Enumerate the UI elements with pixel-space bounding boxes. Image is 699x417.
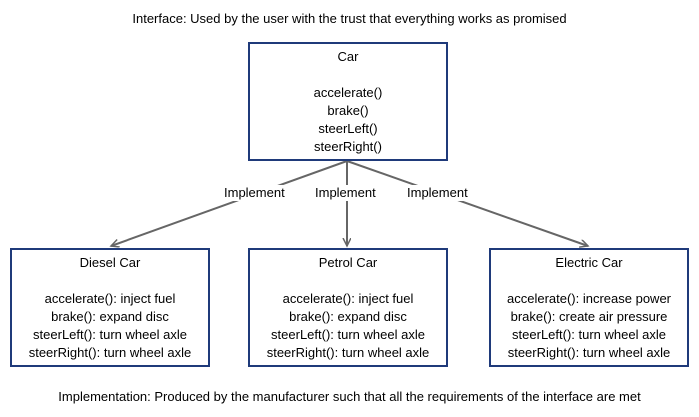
implementation-method: accelerate(): inject fuel [282,291,414,306]
interface-box-car: Car accelerate() brake() steerLeft() ste… [248,42,448,161]
arrow-to-electric-car [346,160,588,246]
interface-method: brake() [327,103,369,118]
interface-method-list: accelerate() brake() steerLeft() steerRi… [250,84,446,156]
edge-label-electric: Implement [405,185,470,201]
implementation-method: accelerate(): increase power [506,291,672,306]
implementation-title: Diesel Car [79,255,141,270]
implementation-method: steerRight(): turn wheel axle [28,345,192,360]
implementation-title: Petrol Car [318,255,378,270]
arrow-to-diesel-car [111,160,348,246]
implementation-box-electric-car: Electric Car accelerate(): increase powe… [489,248,689,367]
implementation-method: brake(): create air pressure [510,309,668,324]
implementation-method: brake(): expand disc [289,309,407,324]
interface-method: steerLeft() [318,121,378,136]
footer-caption: Implementation: Produced by the manufact… [58,389,641,404]
implementation-method: brake(): expand disc [51,309,169,324]
edge-label-diesel: Implement [222,185,287,201]
implementation-method: accelerate(): inject fuel [44,291,176,306]
implementation-method: steerLeft(): turn wheel axle [33,327,187,342]
implementation-method-list: accelerate(): increase power brake(): cr… [491,290,687,362]
implementation-method: steerRight(): turn wheel axle [266,345,430,360]
implementation-method: steerLeft(): turn wheel axle [512,327,666,342]
implementation-method-list: accelerate(): inject fuel brake(): expan… [250,290,446,362]
edge-label-petrol: Implement [313,185,378,201]
implementation-title: Electric Car [555,255,623,270]
implementation-method: steerLeft(): turn wheel axle [271,327,425,342]
implementation-box-diesel-car: Diesel Car accelerate(): inject fuel bra… [10,248,210,367]
header-caption: Interface: Used by the user with the tru… [132,11,567,26]
interface-title: Car [337,49,359,64]
implementation-method-list: accelerate(): inject fuel brake(): expan… [12,290,208,362]
interface-method: steerRight() [314,139,382,154]
interface-method: accelerate() [313,85,383,100]
implementation-method: steerRight(): turn wheel axle [507,345,671,360]
implementation-box-petrol-car: Petrol Car accelerate(): inject fuel bra… [248,248,448,367]
